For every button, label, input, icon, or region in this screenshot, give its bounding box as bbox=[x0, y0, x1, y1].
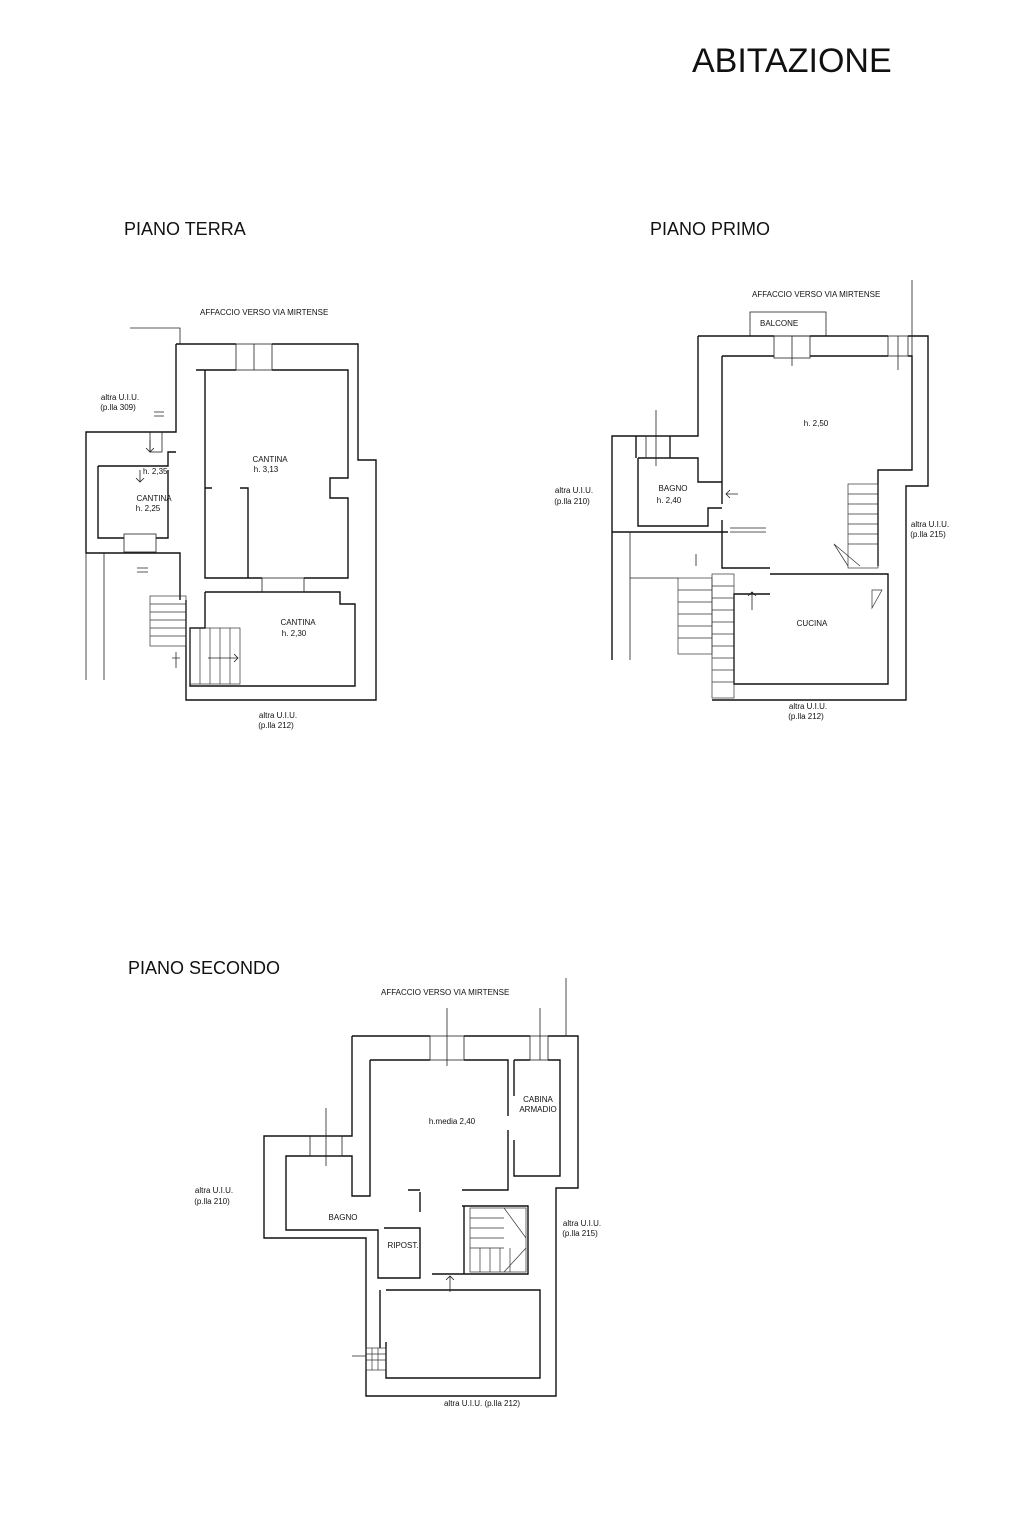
piano-terra-title: PIANO TERRA bbox=[124, 219, 246, 239]
svg-text:(p.lla 210): (p.lla 210) bbox=[194, 1197, 230, 1206]
piano-secondo-bath-name: BAGNO bbox=[329, 1213, 358, 1222]
sheet-title: ABITAZIONE bbox=[692, 42, 892, 80]
svg-text:(p.lla 215): (p.lla 215) bbox=[910, 530, 946, 539]
piano-primo-facade-label: AFFACCIO VERSO VIA MIRTENSE bbox=[752, 290, 880, 299]
piano-terra-small-room-height: h. 2,25 bbox=[136, 504, 161, 513]
piano-terra-main-room-height: h. 3,13 bbox=[254, 465, 279, 474]
svg-text:altra U.I.U.: altra U.I.U. bbox=[563, 1219, 601, 1228]
piano-secondo-title: PIANO SECONDO bbox=[128, 958, 280, 978]
piano-secondo-main-height: h.media 2,40 bbox=[429, 1117, 476, 1126]
piano-primo-inner-wall bbox=[635, 355, 913, 685]
svg-text:(p.lla 210): (p.lla 210) bbox=[554, 497, 590, 506]
piano-secondo-bottom-neighbor: altra U.I.U. (p.lla 212) bbox=[444, 1399, 520, 1408]
piano-terra-stairs bbox=[149, 595, 241, 685]
piano-terra-small-cantina-wall bbox=[97, 451, 176, 539]
svg-text:altra U.I.U.: altra U.I.U. bbox=[101, 393, 139, 402]
svg-text:(p.lla 215): (p.lla 215) bbox=[562, 1229, 598, 1238]
piano-secondo-stairs bbox=[365, 1207, 527, 1371]
piano-primo-bath-height: h. 2,40 bbox=[657, 496, 682, 505]
piano-secondo-plan: PIANO SECONDO AFFACCIO VERSO VIA MIRTENS… bbox=[128, 958, 601, 1408]
piano-secondo-storage-name: RIPOST. bbox=[387, 1241, 418, 1250]
piano-terra-small-room-name: CANTINA bbox=[136, 494, 172, 503]
svg-text:(p.lla 212): (p.lla 212) bbox=[788, 712, 824, 721]
piano-primo-outer-wall bbox=[611, 335, 929, 701]
svg-text:(p.lla 309): (p.lla 309) bbox=[100, 403, 136, 412]
piano-primo-bath-name: BAGNO bbox=[659, 484, 688, 493]
piano-primo-plan: PIANO PRIMO AFFACCIO VERSO VIA MIRTENSE … bbox=[554, 219, 949, 721]
piano-terra-bottom-room-name: CANTINA bbox=[280, 618, 316, 627]
piano-terra-outer-wall bbox=[85, 343, 377, 701]
piano-secondo-closet-name-2: ARMADIO bbox=[519, 1105, 556, 1114]
piano-secondo-outer-wall bbox=[263, 1035, 579, 1397]
piano-primo-balcony-label: BALCONE bbox=[760, 319, 798, 328]
piano-secondo-inner-wall bbox=[285, 1059, 561, 1379]
piano-terra-north-icon bbox=[137, 411, 180, 668]
piano-terra-main-room-name: CANTINA bbox=[252, 455, 288, 464]
piano-terra-bottom-room-height: h. 2,30 bbox=[282, 629, 307, 638]
piano-primo-stairs bbox=[677, 483, 883, 699]
piano-primo-title: PIANO PRIMO bbox=[650, 219, 770, 239]
piano-secondo-facade-label: AFFACCIO VERSO VIA MIRTENSE bbox=[381, 988, 509, 997]
svg-text:altra U.I.U.: altra U.I.U. bbox=[195, 1186, 233, 1195]
svg-text:altra U.I.U.: altra U.I.U. bbox=[911, 520, 949, 529]
piano-terra-door bbox=[261, 577, 305, 593]
piano-primo-main-height: h. 2,50 bbox=[804, 419, 829, 428]
svg-text:altra U.I.U.: altra U.I.U. bbox=[259, 711, 297, 720]
piano-secondo-closet-name-1: CABINA bbox=[523, 1095, 553, 1104]
svg-text:(p.lla 212): (p.lla 212) bbox=[258, 721, 294, 730]
piano-terra-facade-label: AFFACCIO VERSO VIA MIRTENSE bbox=[200, 308, 328, 317]
piano-terra-plan: PIANO TERRA AFFACCIO VERSO VIA MIRTENSE bbox=[85, 219, 377, 730]
piano-primo-kitchen-name: CUCINA bbox=[797, 619, 828, 628]
svg-text:altra U.I.U.: altra U.I.U. bbox=[555, 486, 593, 495]
piano-terra-inner-wall bbox=[189, 369, 356, 687]
piano-terra-small-room-height-top: h. 2,35 bbox=[143, 467, 168, 476]
svg-text:altra U.I.U.: altra U.I.U. bbox=[789, 702, 827, 711]
